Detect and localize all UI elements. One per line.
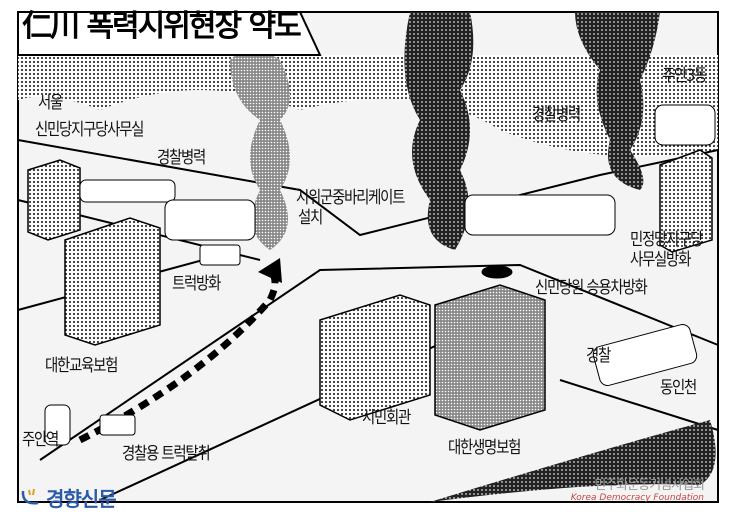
crowds — [44, 104, 716, 446]
label-juan-station: 주안역 — [22, 430, 59, 450]
title-box — [17, 11, 322, 56]
page-curl — [430, 420, 716, 502]
label-barricade-2: 설치 — [298, 208, 323, 228]
police-truck — [99, 414, 136, 436]
label-civic-hall: 시민회관 — [362, 408, 411, 428]
label-dongincheon: 동인천 — [660, 378, 697, 398]
logo-text: 경향신문 — [46, 487, 117, 511]
logo-mark-icon — [21, 488, 39, 504]
newspaper-logo: 경향신문 — [20, 483, 117, 512]
label-seoul: 서울 — [38, 93, 63, 113]
watermark-en: Korea Democracy Foundation — [570, 493, 704, 503]
label-car-arson: 신민당원 승용차방화 — [535, 278, 648, 298]
label-daehan-life: 대한생명보험 — [448, 438, 521, 458]
watermark-ko: 민주화운동기념사업회 — [594, 478, 705, 493]
smoke-columns — [230, 12, 660, 250]
route-arrow — [78, 267, 279, 444]
map-title: 仁川 폭력시위현장 약도 — [22, 9, 302, 44]
sky-halftone — [18, 55, 718, 157]
label-barricade-1: 시위군중바리케이트 — [296, 188, 405, 208]
buildings — [27, 149, 713, 431]
label-daehan-edu: 대한교육보험 — [45, 356, 118, 376]
label-minjeong-1: 민정당지구당 — [630, 230, 703, 250]
label-truck-arson: 트럭방화 — [172, 274, 221, 294]
label-sinmin-office: 신민당지구당사무실 — [35, 120, 144, 140]
label-juan3dong: 주안3동 — [662, 66, 707, 86]
label-minjeong-2: 사무실방화 — [630, 250, 691, 270]
label-truck-seized: 경찰용 트럭탈취 — [122, 444, 211, 464]
watermark: 민주화운동기념사업회 Korea Democracy Foundation — [570, 474, 705, 503]
truck — [199, 244, 241, 266]
label-police-force-left: 경찰병력 — [157, 148, 206, 168]
label-police-force-right: 경찰병력 — [532, 105, 581, 125]
arrow-head — [258, 258, 282, 283]
label-police: 경찰 — [586, 346, 611, 366]
